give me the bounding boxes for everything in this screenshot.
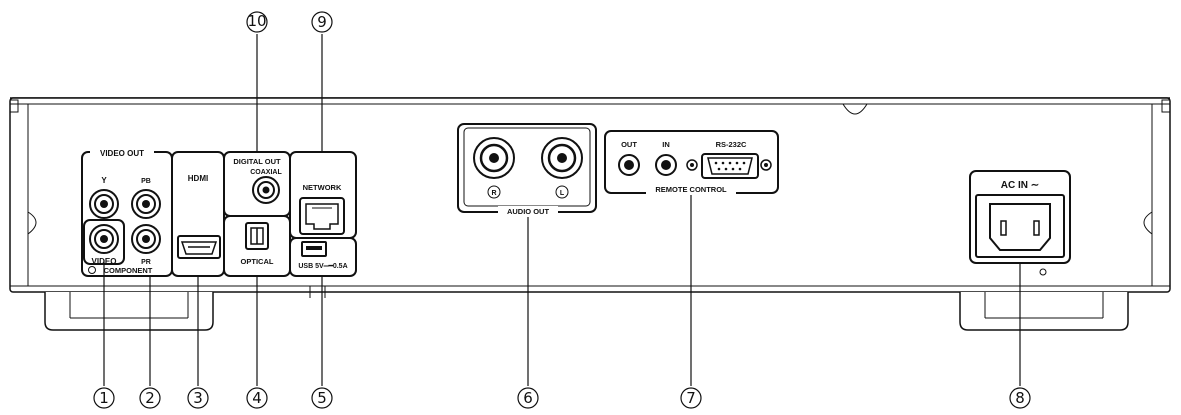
svg-text:7: 7 [686, 389, 696, 407]
leader-lines [103, 34, 1021, 386]
callout-3: 3 [187, 387, 209, 409]
optical-port[interactable] [245, 222, 269, 250]
rs232c-label: RS-232C [716, 140, 747, 149]
remote-out-label: OUT [621, 140, 637, 149]
screw-icon [1039, 268, 1047, 276]
svg-text:8: 8 [1015, 389, 1025, 407]
usb-port[interactable] [301, 241, 327, 257]
network-label: NETWORK [303, 183, 342, 192]
video-out-panel: VIDEO OUT Y PB VIDEO PR [81, 146, 173, 277]
component-pb-jack[interactable] [131, 189, 161, 219]
ac-inlet-socket[interactable] [975, 194, 1065, 258]
rs232c-port[interactable] [686, 153, 772, 179]
remote-control-label: REMOTE CONTROL [655, 185, 727, 194]
right-foot [959, 292, 1129, 331]
audio-out-r-jack[interactable] [473, 137, 515, 179]
svg-text:4: 4 [252, 389, 262, 407]
component-label: COMPONENT [104, 266, 153, 275]
svg-text:3: 3 [193, 389, 203, 407]
remote-in-jack[interactable] [655, 154, 677, 176]
optical-label: OPTICAL [241, 257, 274, 266]
component-y-jack[interactable] [89, 189, 119, 219]
remote-out-jack[interactable] [618, 154, 640, 176]
remote-control-panel: OUT IN RS-232C REMOTE CONTROL [604, 130, 779, 195]
usb-label: USB 5V═━0.5A [298, 263, 347, 270]
video-out-label: VIDEO OUT [100, 149, 144, 158]
svg-text:2: 2 [145, 389, 155, 407]
callout-5: 5 [311, 387, 333, 409]
r-label: R [491, 190, 496, 197]
callout-1: 1 [93, 387, 115, 409]
composite-video-jack[interactable] [89, 224, 119, 254]
svg-text:1: 1 [99, 389, 109, 407]
ac-in-label: AC IN ∼ [1001, 180, 1039, 191]
pr-label: PR [141, 259, 151, 266]
svg-text:5: 5 [317, 389, 327, 407]
audio-out-panel: R L AUDIO OUT [457, 123, 597, 217]
y-label: Y [101, 176, 107, 185]
coaxial-jack[interactable] [252, 176, 280, 204]
callout-7: 7 [680, 387, 702, 409]
callout-10: 10 [246, 11, 268, 33]
callout-2: 2 [139, 387, 161, 409]
callout-4: 4 [246, 387, 268, 409]
pb-label: PB [141, 178, 151, 185]
network-usb-panel: NETWORK USB 5V═━0.5A [289, 151, 357, 277]
callout-6: 6 [517, 387, 539, 409]
hdmi-panel: HDMI [171, 151, 225, 277]
l-label: L [560, 190, 565, 197]
remote-in-label: IN [662, 140, 670, 149]
audio-out-l-jack[interactable] [541, 137, 583, 179]
svg-text:6: 6 [523, 389, 533, 407]
ground-screw-icon [88, 266, 96, 274]
audio-out-label: AUDIO OUT [507, 207, 550, 216]
component-pr-jack[interactable] [131, 224, 161, 254]
r-mark-icon [487, 185, 501, 199]
callout-9: 9 [311, 11, 333, 33]
digital-out-label: DIGITAL OUT [233, 157, 281, 166]
hdmi-port[interactable] [177, 235, 221, 259]
callout-8: 8 [1009, 387, 1031, 409]
coaxial-label: COAXIAL [250, 169, 282, 176]
ac-in-panel: AC IN ∼ [969, 170, 1071, 276]
l-mark-icon [555, 185, 569, 199]
lan-port[interactable] [299, 197, 345, 235]
svg-text:10: 10 [247, 12, 266, 30]
hdmi-label: HDMI [188, 174, 208, 183]
left-foot [44, 292, 214, 331]
svg-text:9: 9 [317, 13, 327, 31]
